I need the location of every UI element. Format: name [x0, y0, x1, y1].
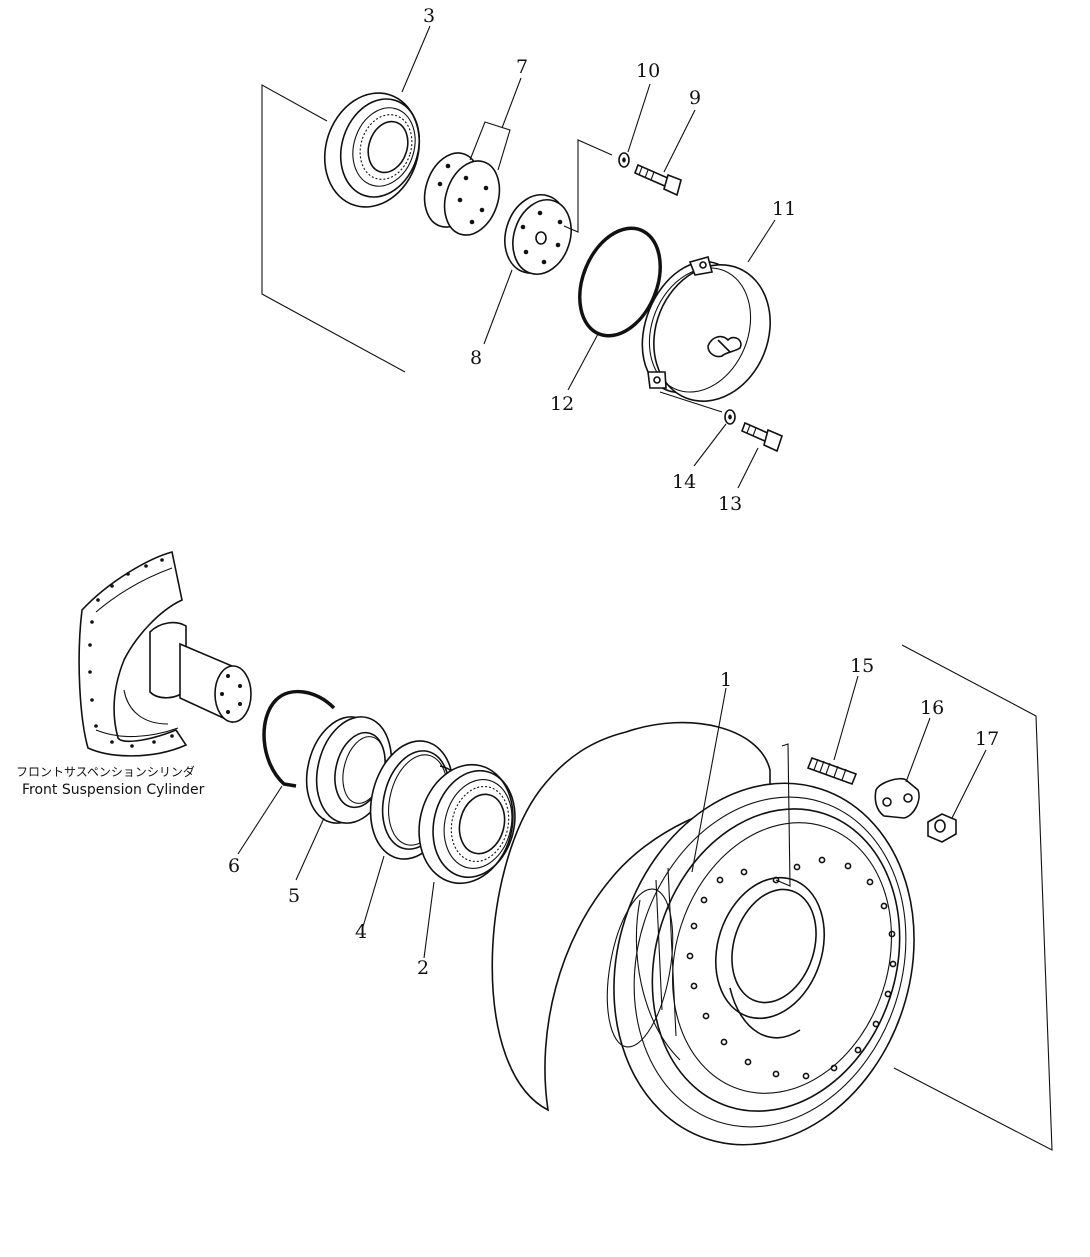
part-17-nut	[927, 813, 957, 843]
part-16-lock-plate	[874, 777, 920, 819]
label-part-8: 8	[470, 347, 482, 369]
top-leader-lines	[401, 25, 776, 489]
label-part-9: 9	[689, 87, 701, 109]
label-part-6: 6	[228, 855, 240, 877]
label-part-14: 14	[672, 471, 696, 493]
front-suspension-cylinder	[78, 551, 252, 757]
label-part-13: 13	[718, 493, 742, 515]
part-2-bearing	[418, 763, 516, 885]
part-10-washer	[618, 152, 630, 168]
label-part-11: 11	[772, 198, 796, 220]
part-13-bolt	[740, 421, 783, 453]
part-11-cover	[641, 256, 771, 403]
part-5-seal	[305, 716, 393, 824]
part-9-bolt	[633, 163, 682, 197]
label-part-1: 1	[720, 669, 732, 691]
part-1-wheel-hub	[491, 721, 915, 1146]
label-part-5: 5	[288, 885, 300, 907]
label-part-4: 4	[355, 921, 367, 943]
bottom-leader-lines	[237, 644, 1053, 1151]
part-14-washer	[724, 409, 736, 425]
cylinder-caption: フロントサスペンションシリンダ Front Suspension Cylinde…	[16, 764, 205, 798]
top-assembly-bracket	[261, 84, 406, 373]
label-part-12: 12	[550, 393, 574, 415]
label-part-3: 3	[423, 5, 435, 27]
caption-japanese: フロントサスペンションシリンダ	[16, 764, 195, 779]
part-6-o-ring	[262, 689, 336, 788]
part-3-bearing	[323, 92, 421, 208]
caption-english: Front Suspension Cylinder	[22, 782, 205, 798]
label-part-16: 16	[920, 697, 944, 719]
part-12-o-ring	[578, 226, 662, 338]
hub-bolt-holes	[686, 856, 897, 1080]
part-labels: 3 7 10 9 11 8 12 14 13 1 15 16 17 6 5 4 …	[228, 5, 999, 979]
part-7-shims	[423, 121, 511, 236]
label-part-7: 7	[516, 56, 528, 78]
part-15-stud	[806, 756, 858, 786]
label-part-15: 15	[850, 655, 874, 677]
part-8-plate	[504, 139, 613, 275]
label-part-17: 17	[975, 728, 999, 750]
label-part-10: 10	[636, 60, 660, 82]
label-part-2: 2	[417, 957, 429, 979]
cylinder-flange-holes	[88, 558, 174, 748]
